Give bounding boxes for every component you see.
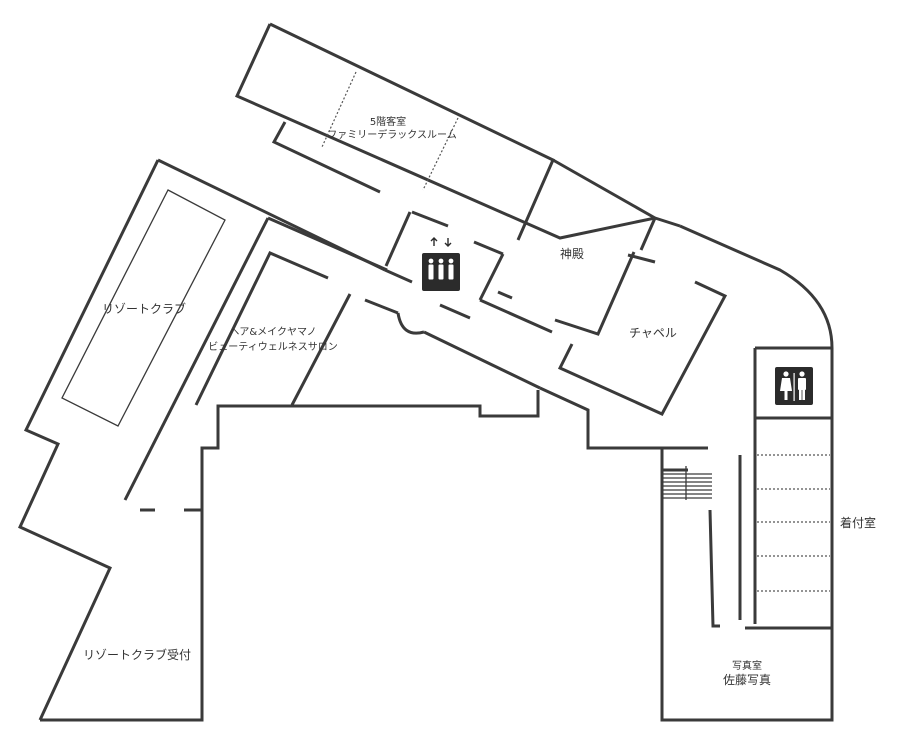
elevator-hall [384, 240, 505, 320]
chapel-label: チャペル [629, 326, 677, 340]
shrine-label: 神殿 [560, 247, 584, 261]
hair-makeup-label: ヘア&メイクヤマノ [229, 326, 316, 338]
resort-club-wing [18, 159, 226, 721]
shrine-chapel-block [479, 158, 728, 416]
guest-room-type-label: ファミリーデラックスルーム [327, 128, 456, 141]
photo-studio-type-label: 写真室 [732, 659, 762, 672]
resort-club-label: リゾートクラブ [102, 301, 186, 316]
elevator-icon[interactable] [422, 237, 460, 291]
main-corridor [40, 158, 708, 722]
guest-room-floor-label: 5階客室 [370, 115, 406, 128]
dressing-room-label: 着付室 [840, 515, 876, 530]
resort-club-reception-label: リゾートクラブ受付 [83, 647, 191, 662]
restroom-icon[interactable] [775, 367, 813, 405]
right-wing [660, 224, 834, 722]
guest-room-wing [235, 22, 681, 267]
photo-studio-name-label: 佐藤写真 [723, 673, 771, 687]
beauty-salon-label: ビューティウェルネスサロン [208, 341, 337, 353]
stairs-icon [662, 466, 712, 500]
